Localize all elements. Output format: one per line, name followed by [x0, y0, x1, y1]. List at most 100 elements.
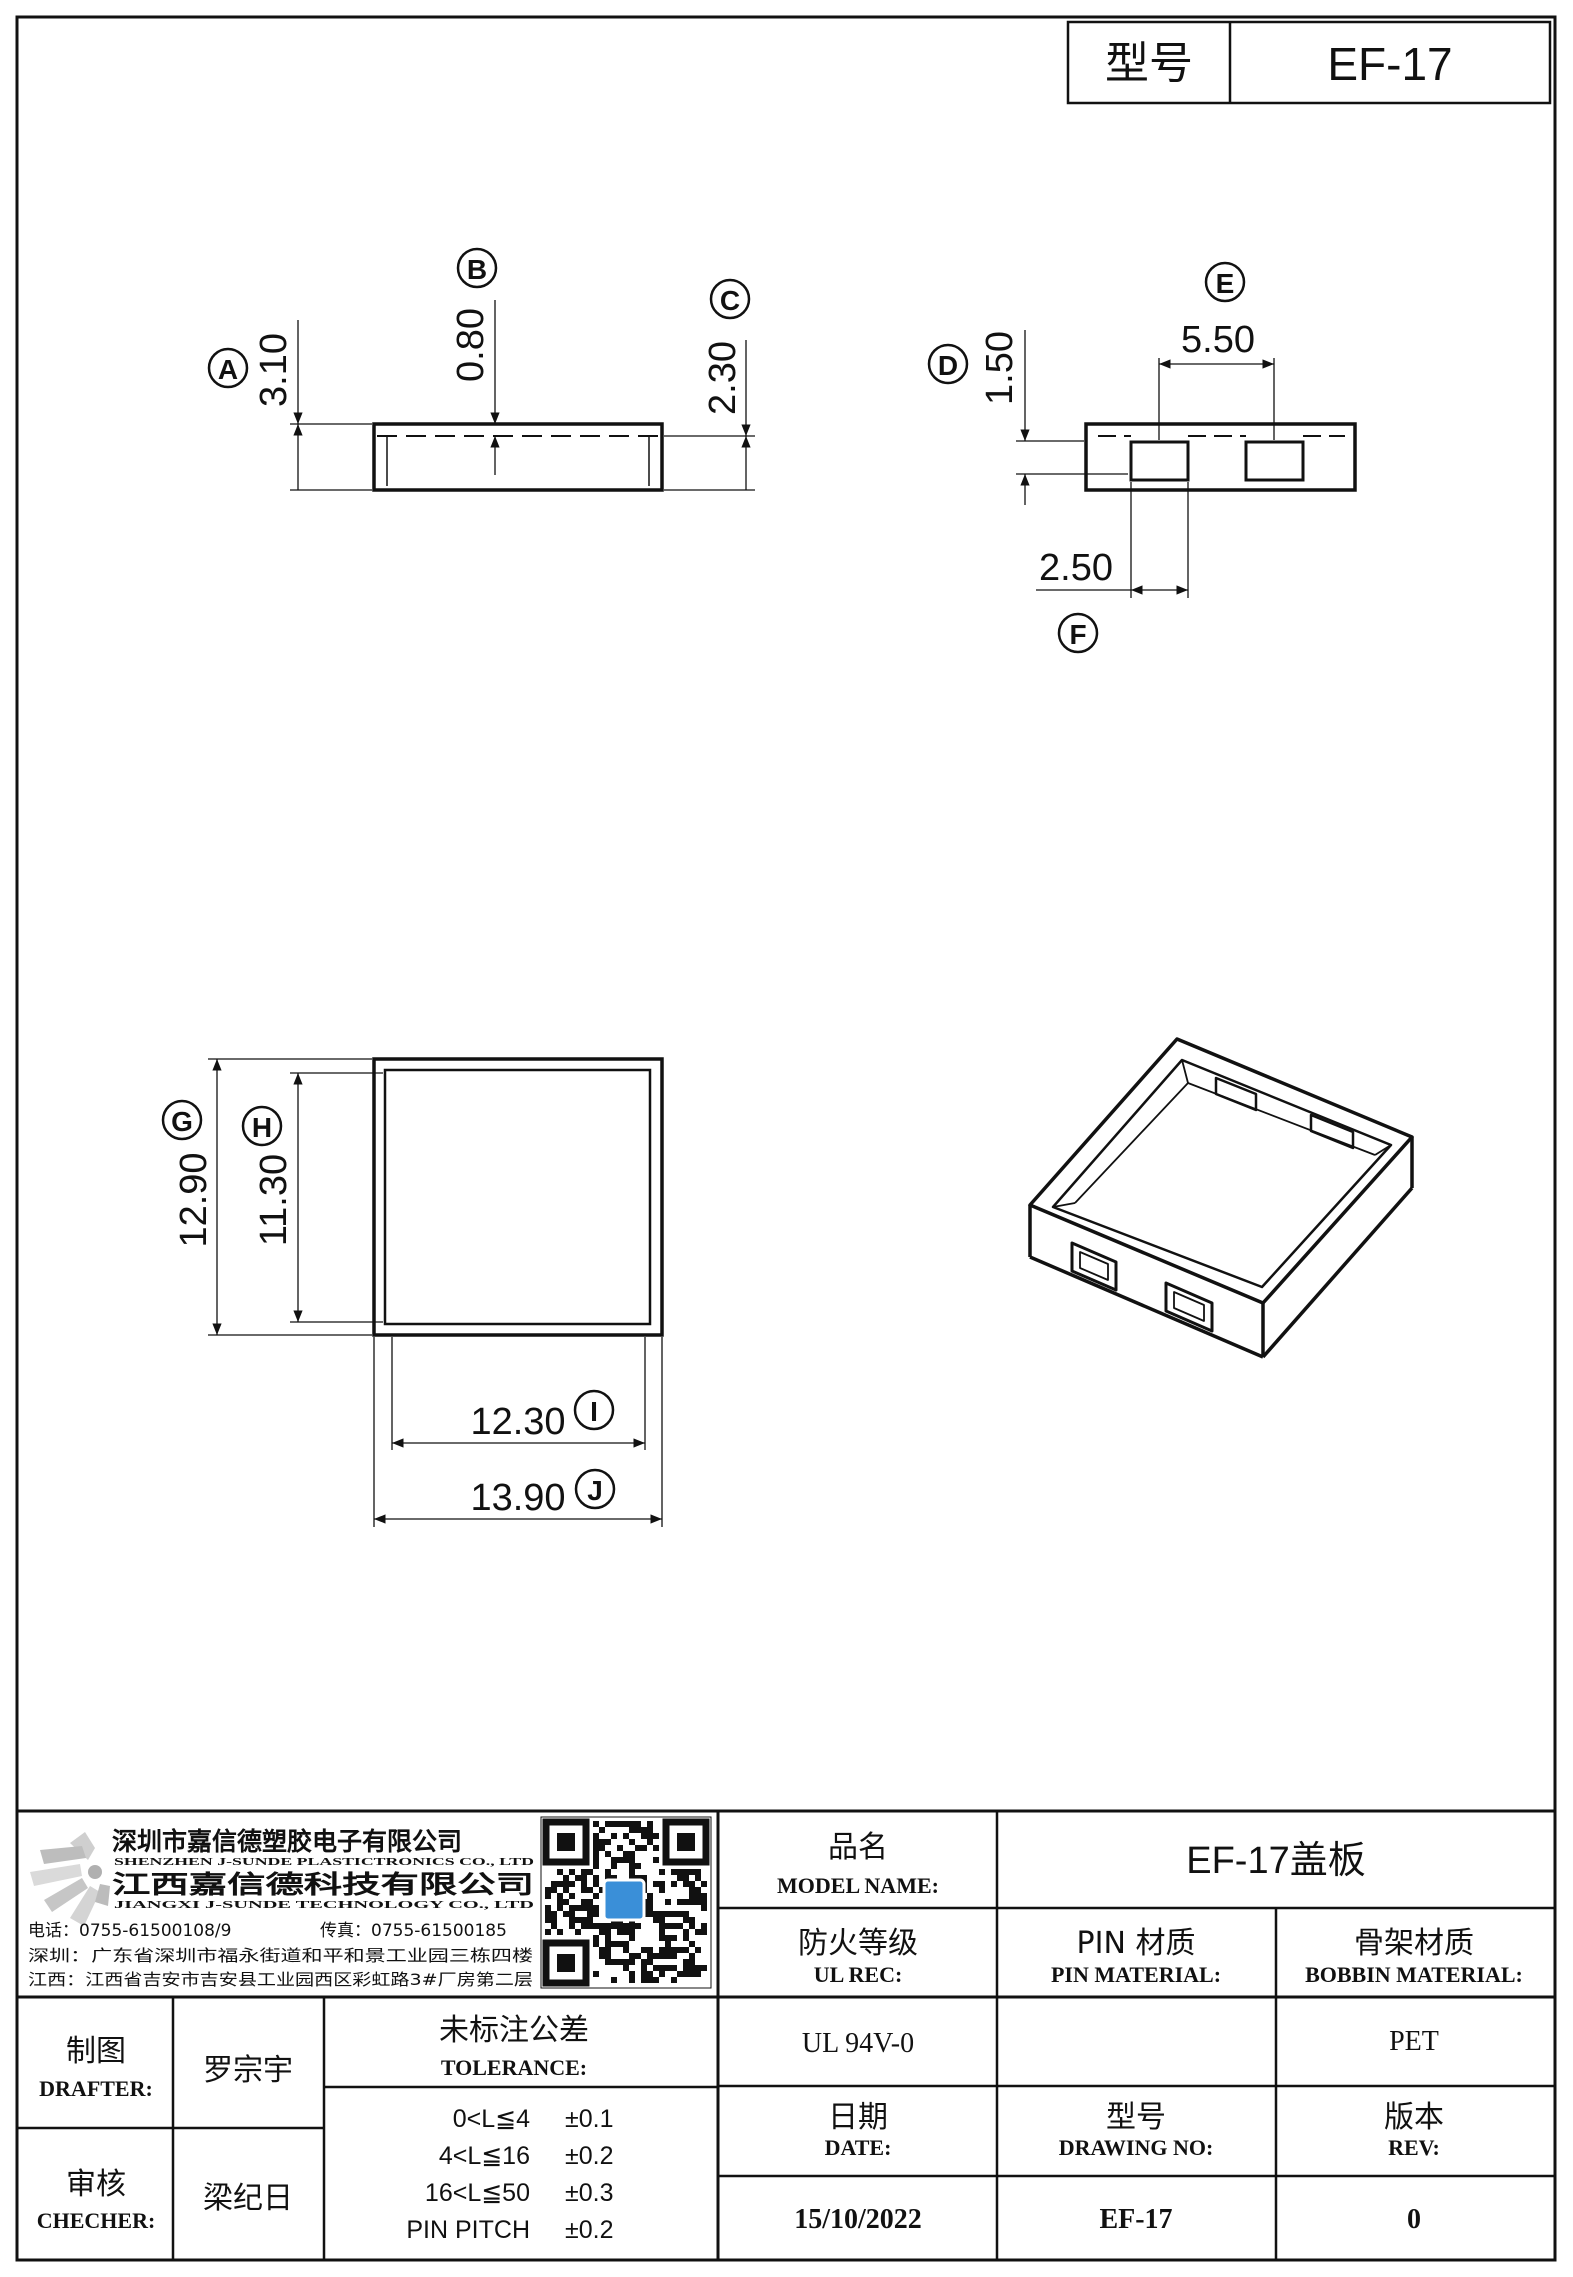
- qr-module: [551, 1887, 557, 1893]
- qr-module: [581, 1881, 587, 1887]
- qr-module: [605, 1851, 611, 1857]
- qr-module: [557, 1869, 563, 1875]
- qr-module: [557, 1893, 563, 1899]
- qr-module: [671, 1935, 677, 1941]
- bobbin-material-label-en: BOBBIN MATERIAL:: [1305, 1962, 1523, 1987]
- qr-module: [659, 1947, 665, 1953]
- qr-module: [647, 1911, 653, 1917]
- label-H-circle: H: [241, 1105, 283, 1147]
- qr-module: [569, 1911, 575, 1917]
- front-view: 3.10 0.80 2.30 A B C: [207, 247, 755, 492]
- qr-module: [629, 1851, 635, 1857]
- svg-text:G: G: [171, 1106, 193, 1137]
- qr-module: [629, 1959, 635, 1965]
- model-name-label-en: MODEL NAME:: [777, 1873, 939, 1898]
- qr-module: [659, 1971, 665, 1977]
- qr-module: [569, 1893, 575, 1899]
- qr-module: [629, 1953, 635, 1959]
- svg-text:B: B: [467, 254, 487, 285]
- qr-module: [587, 1905, 593, 1911]
- qr-module: [623, 1929, 629, 1935]
- qr-module: [629, 1839, 635, 1845]
- qr-module: [635, 1821, 641, 1827]
- qr-module: [563, 1911, 569, 1917]
- qr-module: [659, 1917, 665, 1923]
- qr-module: [593, 1839, 599, 1845]
- ul-rec-value: UL 94V-0: [802, 2028, 914, 2059]
- company-logo: [30, 1832, 110, 1926]
- qr-module: [689, 1899, 695, 1905]
- label-C-circle: C: [709, 278, 751, 320]
- label-F-circle: F: [1057, 612, 1099, 654]
- company-phone: 电话：0755-61500108/9: [28, 1921, 231, 1941]
- svg-text:J: J: [587, 1475, 603, 1506]
- qr-module: [545, 1911, 551, 1917]
- qr-module: [611, 1959, 617, 1965]
- qr-module: [701, 1965, 707, 1971]
- qr-module: [701, 1923, 707, 1929]
- company-name-jiangxi: 江西嘉信德科技有限公司: [112, 1870, 534, 1899]
- qr-code: [540, 1816, 712, 1989]
- qr-module: [623, 1947, 629, 1953]
- qr-module: [695, 1929, 701, 1935]
- model-name-value: EF-17盖板: [1186, 1840, 1365, 1882]
- svg-text:I: I: [590, 1396, 598, 1427]
- qr-module: [587, 1911, 593, 1917]
- qr-module: [671, 1911, 677, 1917]
- qr-module: [689, 1941, 695, 1947]
- qr-module: [575, 1929, 581, 1935]
- label-D-circle: D: [927, 343, 969, 385]
- qr-module: [629, 1977, 635, 1983]
- qr-module: [695, 1869, 701, 1875]
- company-address-jiangxi: 江西：江西省吉安市吉安县工业园西区彩虹路3#厂房第二层: [28, 1970, 533, 1989]
- qr-module: [623, 1923, 629, 1929]
- qr-module: [629, 1821, 635, 1827]
- tolerance-label-cn: 未标注公差: [439, 2013, 589, 2048]
- header-model-box: 型号 EF-17: [1066, 20, 1552, 105]
- qr-module: [581, 1875, 587, 1881]
- company-name-shenzhen: 深圳市嘉信德塑胶电子有限公司: [112, 1827, 462, 1856]
- qr-module: [581, 1899, 587, 1905]
- qr-module: [659, 1911, 665, 1917]
- qr-module: [581, 1869, 587, 1875]
- qr-module: [683, 1899, 689, 1905]
- qr-module: [683, 1929, 689, 1935]
- tolerance-value: ±0.3: [565, 2179, 613, 2207]
- qr-module: [683, 1881, 689, 1887]
- qr-module: [551, 1917, 557, 1923]
- qr-module: [587, 1887, 593, 1893]
- tolerance-range: 4<L≦16: [439, 2142, 530, 2170]
- qr-module: [551, 1923, 557, 1929]
- qr-module: [563, 1887, 569, 1893]
- qr-module: [557, 1899, 563, 1905]
- qr-module: [629, 1863, 635, 1869]
- qr-module: [623, 1965, 629, 1971]
- ul-rec-label-en: UL REC:: [814, 1962, 903, 1987]
- qr-module: [557, 1905, 563, 1911]
- qr-module: [665, 1965, 671, 1971]
- qr-module: [593, 1857, 599, 1863]
- qr-module: [635, 1827, 641, 1833]
- qr-module: [593, 1923, 599, 1929]
- qr-module: [653, 1857, 659, 1863]
- qr-module: [689, 1917, 695, 1923]
- sheet-border: [15, 15, 1557, 2262]
- qr-module: [581, 1887, 587, 1893]
- qr-module: [611, 1875, 617, 1881]
- qr-module: [617, 1923, 623, 1929]
- qr-module: [617, 1821, 623, 1827]
- qr-module: [605, 1869, 611, 1875]
- qr-module: [605, 1839, 611, 1845]
- qr-module: [593, 1941, 599, 1947]
- qr-module: [641, 1977, 647, 1983]
- qr-module: [605, 1959, 611, 1965]
- qr-module: [647, 1893, 653, 1899]
- qr-module: [683, 1971, 689, 1977]
- company-name-jiangxi-en: JIANGXI J-SUNDE TECHNOLOGY CO., LTD: [114, 1899, 534, 1911]
- qr-module: [545, 1893, 551, 1899]
- qr-module: [635, 1845, 641, 1851]
- qr-module: [593, 1833, 599, 1839]
- dim-J-value: 13.90: [470, 1477, 565, 1519]
- qr-module: [545, 1905, 551, 1911]
- qr-module: [593, 1821, 599, 1827]
